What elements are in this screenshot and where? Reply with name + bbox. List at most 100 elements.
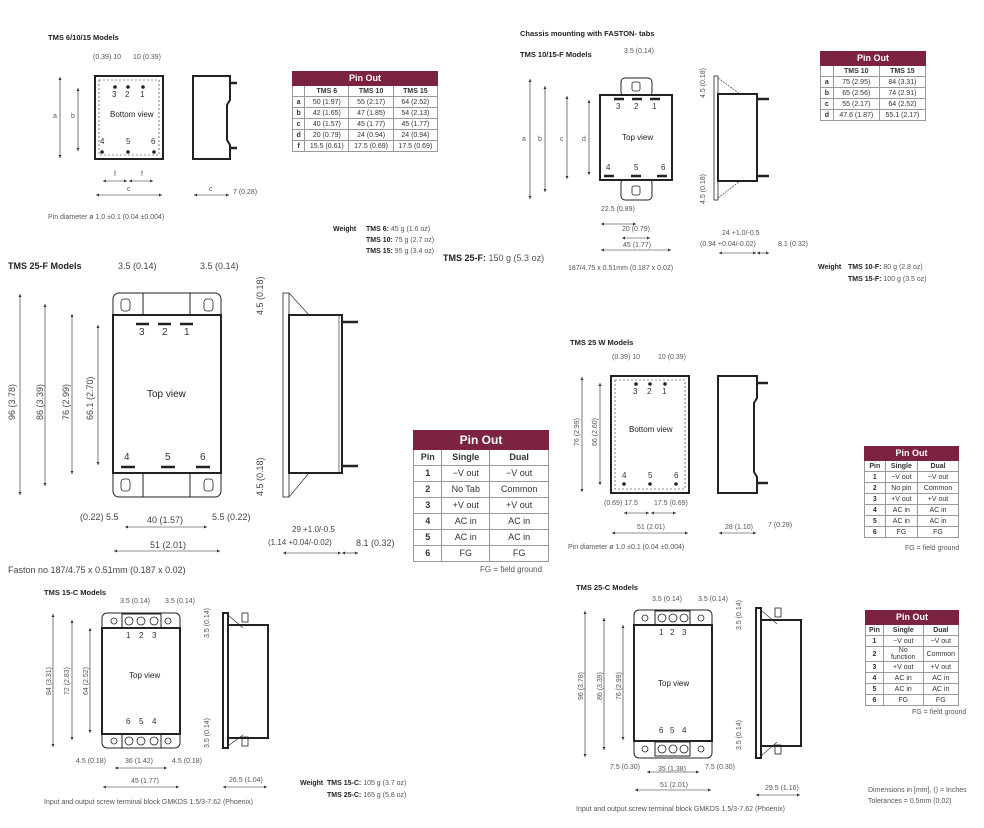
table-cell: 42 (1.65): [304, 107, 350, 119]
weight-label: Weight: [300, 780, 323, 787]
dimension-label: 3.5 (0.14): [204, 718, 211, 748]
table-cell: −V out: [922, 635, 960, 647]
weight-line: TMS 15: 95 g (3.4 oz): [366, 248, 434, 255]
table-cell: 5: [865, 683, 884, 695]
table-cell: FG: [882, 694, 924, 706]
tms25c-title: TMS 25-C Models: [576, 583, 639, 592]
pin-label: 5: [670, 726, 675, 735]
table-cell: 24 (0.94): [392, 129, 439, 141]
table-cell: 1: [864, 471, 886, 483]
table-cell: c: [291, 118, 306, 130]
dimension-label: 5.5 (0.22): [212, 512, 251, 522]
pinout-header: Pin Out: [292, 71, 438, 86]
weight-model: TMS 10:: [366, 237, 393, 244]
dimension-label: a: [53, 113, 57, 120]
dimension-label: 72 (2.83): [64, 666, 71, 695]
column-header: Single: [884, 460, 919, 472]
dimension-label: c: [209, 186, 213, 193]
dimension-label: 86 (3.39): [597, 671, 604, 700]
table-cell: FG: [922, 694, 960, 706]
dimension-label: 40 (1.57): [147, 515, 184, 525]
dimension-label: 3.5 (0.14): [652, 596, 682, 603]
weight-value: 105 g (3.7 oz): [363, 780, 407, 787]
pin-label: 5: [139, 717, 144, 726]
table-row: 3+V out+V out: [412, 497, 549, 514]
table-cell: No pin: [884, 482, 919, 494]
table-cell: 55.1 (2.17): [878, 109, 927, 121]
table-cell: AC in: [884, 515, 919, 527]
pin-label: 3: [139, 327, 145, 338]
table-cell: 47.6 (1.87): [832, 109, 880, 121]
table-cell: 2: [864, 482, 886, 494]
weight-model: TMS 25-F:: [443, 253, 487, 263]
table-cell: 1: [412, 465, 443, 482]
weight-model: TMS 15:: [366, 248, 393, 255]
table-cell: +V out: [441, 497, 491, 514]
dimension-label: 64 (2.52): [83, 666, 90, 695]
dimension-label: 3.5 (0.14): [165, 598, 195, 605]
dimension-label: 3.5 (0.14): [118, 261, 157, 271]
table-cell: +V out: [489, 497, 549, 514]
dimension-label: 3.5 (0.14): [204, 608, 211, 638]
pin-label: 1: [184, 327, 190, 338]
column-header: Single: [441, 449, 491, 466]
weight-label: Weight: [818, 264, 841, 271]
dimension-label: (0.69) 17.5: [604, 500, 638, 507]
weight-heading: Weight: [333, 226, 357, 233]
pin-label: 4: [682, 726, 687, 735]
dimension-label: a: [522, 136, 526, 143]
weight-heading: Weight: [300, 780, 324, 787]
table-cell: No Tab: [441, 481, 491, 498]
pin-label: 3: [682, 628, 687, 637]
table-cell: 84 (3.31): [878, 76, 927, 88]
table-row: 3+V out+V out: [865, 661, 960, 673]
weight-model: TMS 25-C:: [327, 792, 362, 799]
tms10f-title: TMS 10/15-F Models: [520, 50, 592, 59]
table-cell: 55 (2.17): [832, 98, 880, 110]
dimension-label: f: [141, 171, 143, 178]
dimension-label: (0.94 +0.04/-0.02): [700, 241, 756, 248]
table-cell: FG: [884, 526, 919, 538]
terminal-block-caption: Input and output screw terminal block GM…: [44, 799, 253, 806]
column-header: TMS 10: [832, 65, 880, 77]
table-cell: AC in: [917, 504, 959, 516]
pinout-header: Pin Out: [413, 430, 549, 450]
dimension-label: 76 (2.99): [61, 383, 71, 420]
table-cell: −V out: [882, 635, 924, 647]
table-cell: 47 (1.85): [348, 107, 394, 119]
table-cell: 5: [864, 515, 886, 527]
pin-label: 3: [152, 631, 157, 640]
dimension-label: 51 (2.01): [660, 782, 689, 789]
table-cell: 6: [412, 545, 443, 562]
tms10f-side-view: [713, 75, 769, 201]
tms10f-view-label: Top view: [622, 133, 654, 142]
dimension-label: 22.5 (0.89): [601, 206, 635, 213]
tms25f-view-label: Top view: [147, 389, 186, 400]
dimension-label: 45 (1.77): [131, 778, 160, 785]
weight-value: 150 g (5.3 oz): [488, 253, 545, 263]
table-cell: AC in: [489, 529, 549, 546]
table-cell: AC in: [922, 672, 960, 684]
table-cell: +V out: [884, 493, 919, 505]
table-cell: d: [820, 109, 834, 121]
pin-label: 3: [616, 102, 621, 111]
column-header: Single: [882, 624, 924, 636]
dimension-label: 4.5 (0.18): [700, 174, 707, 204]
pin-label: 3: [112, 90, 117, 99]
tms6-title: TMS 6/10/15 Models: [48, 33, 119, 42]
table-cell: b: [291, 107, 306, 119]
dimension-label: 10 (0.39): [133, 54, 162, 61]
table-cell: −V out: [917, 471, 959, 483]
weight-line: TMS 10-F: 80 g (2.8 oz): [848, 264, 923, 271]
table-cell: FG: [441, 545, 491, 562]
table-cell: Common: [489, 481, 549, 498]
terminal-block-caption: Input and output screw terminal block GM…: [576, 806, 785, 813]
table-row: 3+V out+V out: [864, 493, 959, 505]
pin-label: 4: [100, 137, 105, 146]
